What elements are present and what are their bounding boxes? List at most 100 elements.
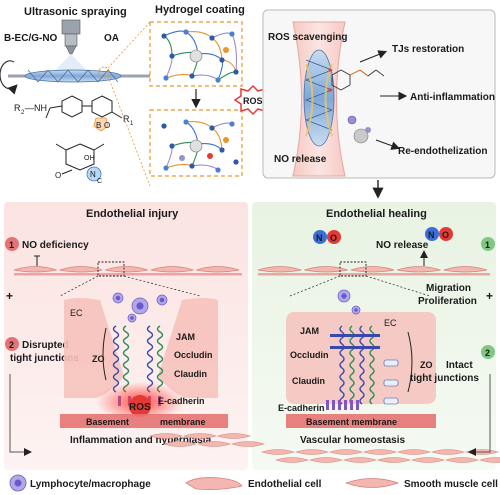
hydrogel-node <box>233 159 239 165</box>
arrow-tjs <box>359 50 388 63</box>
hydrogel-box-scavenged <box>149 109 243 177</box>
healing-plus: + <box>486 289 493 303</box>
lymphocyte-nucleus <box>341 293 347 299</box>
lymphocyte-nucleus <box>354 308 358 312</box>
injury-e-cadherin-label: E-cadherin <box>158 396 205 406</box>
injury-step2-line1: Disrupted <box>22 340 69 351</box>
hydrogel-coating-label: Hydrogel coating <box>155 4 245 16</box>
endothelial-cell <box>59 266 103 273</box>
smooth-muscle-cell <box>478 457 500 463</box>
cadherin-bar <box>344 400 347 410</box>
smooth-muscle-cell <box>410 457 446 463</box>
arrow-re-endothelization <box>375 139 401 150</box>
no1-n: N <box>316 233 323 243</box>
injury-membrane-label: membrane <box>160 417 206 427</box>
hydrogel-chain <box>165 55 173 79</box>
legend: Lymphocyte/macrophage Endothelial cell S… <box>9 474 498 492</box>
legend-endothelial-icon <box>185 477 243 490</box>
boronate-nh: —NH <box>25 103 47 113</box>
zo-block <box>383 359 399 367</box>
hydrogel-node <box>163 165 169 171</box>
boronate-o: O <box>104 121 110 130</box>
hydrogel-node <box>219 57 225 63</box>
healing-flow-arrow <box>468 374 491 456</box>
junction-protein <box>349 325 355 405</box>
healing-occludin-label: Occludin <box>290 350 329 360</box>
healing-step1-number: 1 <box>485 240 490 250</box>
cadherin-bar <box>332 400 335 410</box>
injury-flow-arrow <box>9 374 32 456</box>
boronate-r2-sub: 2 <box>21 110 25 116</box>
healing-step2-line2: tight junctions <box>410 373 479 384</box>
injury-ec-cells <box>64 298 218 398</box>
injury-ec-label: EC <box>70 308 83 318</box>
hydrogel-ester-node <box>223 137 229 143</box>
hydrogel-network-intact <box>161 29 239 83</box>
lymphocyte-nucleus <box>130 316 134 320</box>
lymphocyte-nucleus <box>159 297 165 303</box>
boronate-molecule: R 2 —NH R 1 B O <box>14 95 134 132</box>
diazeniumdiolate-n: N <box>90 170 96 179</box>
zo-block <box>383 397 399 405</box>
injury-step1-badge <box>5 237 19 251</box>
diazeniumdiolate-molecule: OH N C O <box>55 143 105 185</box>
injury-zoom-box <box>97 261 125 277</box>
junction-protein <box>122 325 130 393</box>
b-ec-g-no-label: B-EC/G-NO <box>4 33 58 44</box>
healing-zo-bracket <box>407 331 413 393</box>
healing-title: Endothelial healing <box>326 208 427 220</box>
injury-occludin-label: Occludin <box>174 350 213 360</box>
hydrogel-node <box>209 35 215 41</box>
diazeniumdiolate-oh: OH <box>84 155 95 162</box>
boronate-r1: R <box>123 114 130 124</box>
zoom-line-upper <box>107 21 151 69</box>
junction-protein <box>156 325 164 393</box>
legend-smooth-muscle-label: Smooth muscle cell <box>404 479 498 490</box>
cadherin-bar <box>350 400 353 410</box>
hydrogel-fragment <box>179 155 185 161</box>
healing-outcome-label: Vascular homeostasis <box>300 435 405 446</box>
re-endothelization-label: Re-endothelization <box>398 146 487 157</box>
hydrogel-node <box>229 31 235 37</box>
legend-smooth-muscle-icon <box>344 478 400 488</box>
injury-zo-label: ZO <box>92 354 105 364</box>
diazeniumdiolate-o: O <box>55 171 61 180</box>
injury-step1-number: 1 <box>9 240 14 250</box>
injury-step2-number: 2 <box>9 340 14 350</box>
injury-title: Endothelial injury <box>86 208 179 220</box>
injury-lymphocytes <box>112 292 168 323</box>
healing-step1-badge <box>481 237 495 251</box>
hydrogel-chain <box>165 73 193 79</box>
smooth-muscle-cell <box>308 457 344 463</box>
lymphocyte-nucleus <box>115 295 121 301</box>
hydrogel-node <box>219 147 225 153</box>
junction-protein <box>112 325 120 393</box>
injury-plus: + <box>6 289 13 303</box>
junction-protein <box>369 325 375 405</box>
smooth-muscle-cell <box>216 433 252 439</box>
hydrogel-node <box>233 69 239 75</box>
legend-endothelial-label: Endothelial cell <box>248 479 322 490</box>
endothelial-cell <box>443 266 488 273</box>
injury-zo-bracket <box>102 327 107 381</box>
oa-label: OA <box>104 33 119 44</box>
injury-basement-membrane <box>60 414 228 428</box>
hydrogel-node <box>161 123 167 129</box>
injury-smooth-muscle-cells <box>148 433 266 447</box>
legend-lymphocyte-label: Lymphocyte/macrophage <box>30 479 151 490</box>
smooth-muscle-cell <box>294 449 330 455</box>
healing-step2-number: 2 <box>485 348 490 358</box>
hydrogel-node <box>169 143 175 149</box>
boronate-r2: R <box>14 103 21 113</box>
ros-scavenging-label: ROS scavenging <box>268 32 347 43</box>
smooth-muscle-cell <box>260 449 296 455</box>
injury-step2-badge <box>5 337 19 351</box>
hydrogel-box-intact <box>149 21 243 87</box>
endothelial-cell <box>257 266 302 273</box>
jam-bar <box>330 334 380 337</box>
healing-zo-label: ZO <box>420 360 433 370</box>
healing-e-cadherin-label: E-cadherin <box>278 403 325 413</box>
injury-outcome-label: Inflammation and hyperplasia <box>70 435 212 446</box>
cadherin-bar <box>356 400 359 410</box>
